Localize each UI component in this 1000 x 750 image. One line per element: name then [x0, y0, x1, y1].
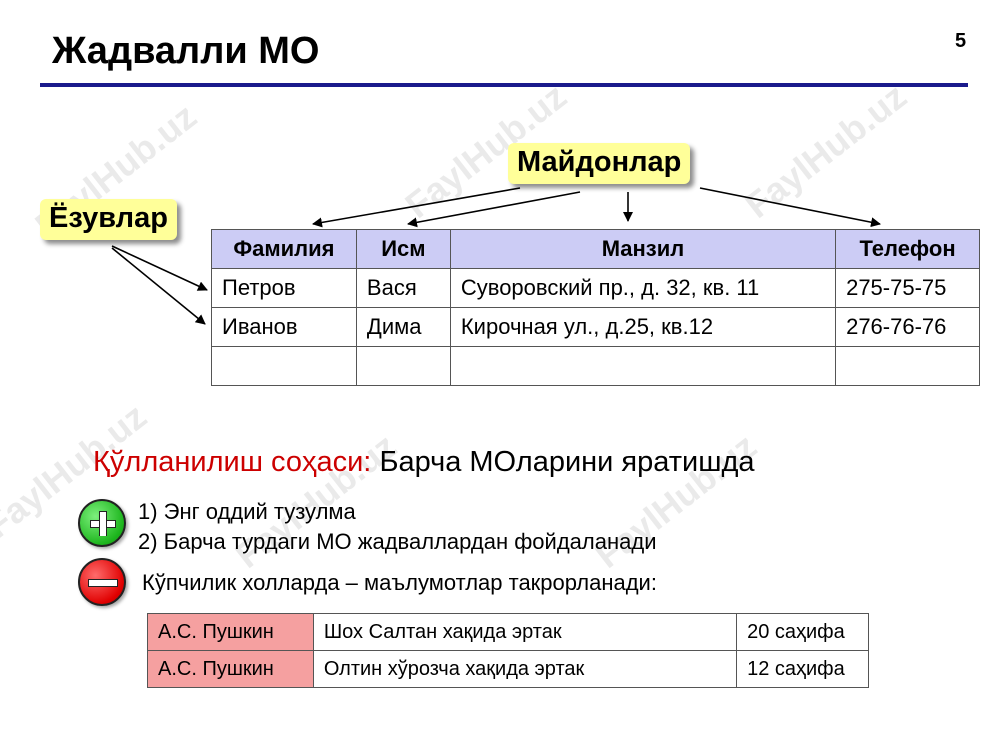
table-cell: Дима	[355, 307, 451, 347]
table-cell: 276-76-76	[835, 307, 980, 347]
usage-value: Барча МОларини яратишда	[379, 446, 755, 478]
records-table: Фамилия Исм Манзил Телефон Петров Вася С…	[211, 229, 980, 386]
table-cell: Кирочная ул., д.25, кв.12	[449, 307, 837, 347]
table-cell: 275-75-75	[835, 268, 980, 308]
list-item: 2) Барча турдаги МО жадваллардан фойдала…	[138, 529, 657, 554]
fields-callout: Майдонлар	[508, 143, 691, 184]
usage-label: Қўлланилиш соҳаси:	[93, 446, 372, 478]
arrow-to-name	[407, 191, 581, 228]
arrow-to-row-2	[111, 247, 206, 325]
table-cell	[835, 346, 980, 386]
page-number: 5	[955, 30, 967, 52]
column-header: Телефон	[835, 229, 980, 269]
title-underline	[40, 83, 968, 87]
disadvantage-text: Кўпчилик холларда – маълумотлар такрорла…	[142, 570, 657, 595]
arrow-to-surname	[312, 187, 521, 228]
usage-line: Қўлланилиш соҳаси: Барча МОларини яратиш…	[93, 446, 755, 479]
table-cell	[449, 346, 837, 386]
table-cell: А.С. Пушкин	[147, 650, 314, 688]
records-callout: Ёзувлар	[40, 199, 177, 240]
table-cell: Суворовский пр., д. 32, кв. 11	[449, 268, 837, 308]
arrow-to-phone	[699, 187, 881, 228]
arrow-to-row-1	[111, 245, 208, 291]
plus-icon	[78, 499, 126, 547]
table-row	[211, 346, 980, 386]
table-cell: Иванов	[211, 307, 357, 347]
table-cell	[355, 346, 451, 386]
table-cell: Олтин хўрозча хақида эртак	[312, 650, 738, 688]
table-row: Петров Вася Суворовский пр., д. 32, кв. …	[211, 268, 980, 308]
table-header-row: Фамилия Исм Манзил Телефон	[211, 229, 980, 269]
advantages-list: 1) Энг оддий тузулма 2) Барча турдаги МО…	[138, 497, 656, 557]
table-row: Иванов Дима Кирочная ул., д.25, кв.12 27…	[211, 307, 980, 347]
table-cell: 12 саҳифа	[736, 650, 869, 688]
table-cell: А.С. Пушкин	[147, 613, 314, 651]
table-cell: Вася	[355, 268, 451, 308]
column-header: Исм	[355, 229, 451, 269]
table-cell: Шох Салтан хақида эртак	[312, 613, 738, 651]
table-cell	[211, 346, 357, 386]
slide-title: Жадвалли МО	[52, 30, 320, 72]
table-row: А.С. Пушкин Шох Салтан хақида эртак 20 с…	[147, 613, 869, 651]
list-item: 1) Энг оддий тузулма	[138, 499, 356, 524]
minus-icon	[78, 558, 126, 606]
table-cell: Петров	[211, 268, 357, 308]
table-row: А.С. Пушкин Олтин хўрозча хақида эртак 1…	[147, 650, 869, 688]
duplicates-table: А.С. Пушкин Шох Салтан хақида эртак 20 с…	[147, 613, 869, 688]
column-header: Манзил	[449, 229, 837, 269]
column-header: Фамилия	[211, 229, 357, 269]
table-cell: 20 саҳифа	[736, 613, 869, 651]
